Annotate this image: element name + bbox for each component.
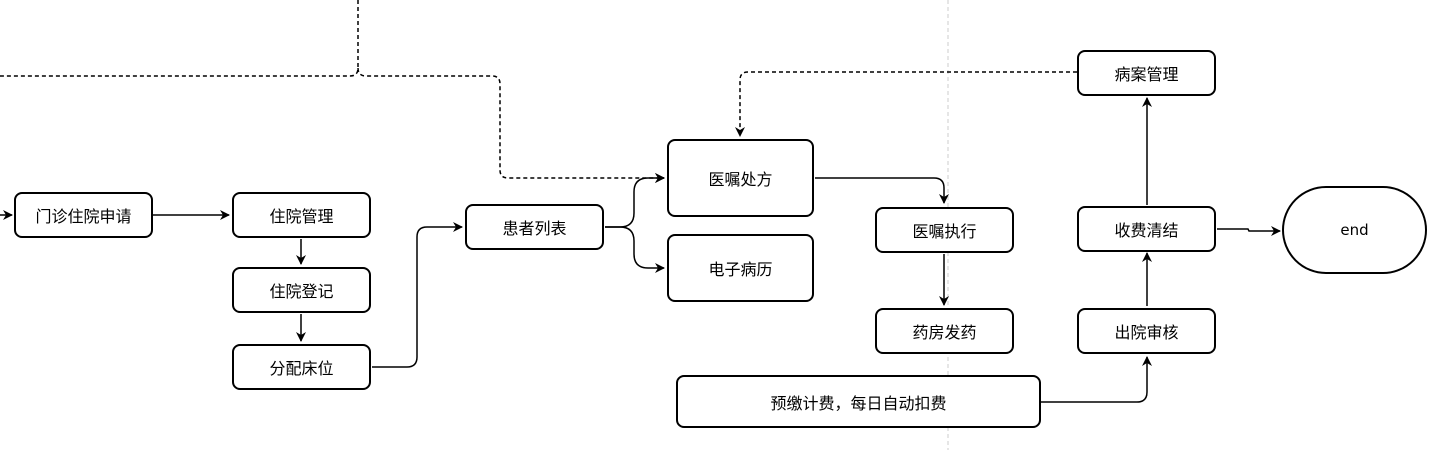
node-patient-list[interactable]: 患者列表 xyxy=(465,204,604,250)
node-inpatient-management[interactable]: 住院管理 xyxy=(232,192,371,238)
node-prescription[interactable]: 医嘱处方 xyxy=(667,139,814,217)
arrow-bed-to-patients xyxy=(372,222,463,368)
node-order-execution[interactable]: 医嘱执行 xyxy=(875,207,1014,253)
node-outpatient-application[interactable]: 门诊住院申请 xyxy=(14,192,153,238)
dashed-connector-to-prescription xyxy=(357,67,665,183)
arrow-prescription-to-exec xyxy=(815,177,949,204)
node-billing-settlement[interactable]: 收费清结 xyxy=(1077,206,1216,252)
arrow-billing-to-end xyxy=(1217,226,1281,236)
arrow-patients-to-emr xyxy=(605,226,665,273)
node-discharge-review[interactable]: 出院审核 xyxy=(1077,308,1216,354)
node-prepay-billing[interactable]: 预缴计费，每日自动扣费 xyxy=(676,375,1041,428)
node-records-management[interactable]: 病案管理 xyxy=(1077,50,1216,96)
node-bed-assignment[interactable]: 分配床位 xyxy=(232,344,371,390)
arrow-patients-to-prescription xyxy=(605,173,665,228)
arrow-prepay-to-discharge xyxy=(1041,356,1152,403)
node-pharmacy-dispense[interactable]: 药房发药 xyxy=(875,308,1014,354)
dashed-connector-records-to-prescription xyxy=(735,71,1077,137)
node-emr[interactable]: 电子病历 xyxy=(667,234,814,302)
dashed-connector-top xyxy=(0,0,359,77)
node-end[interactable]: end xyxy=(1282,186,1427,274)
node-inpatient-registration[interactable]: 住院登记 xyxy=(232,267,371,313)
